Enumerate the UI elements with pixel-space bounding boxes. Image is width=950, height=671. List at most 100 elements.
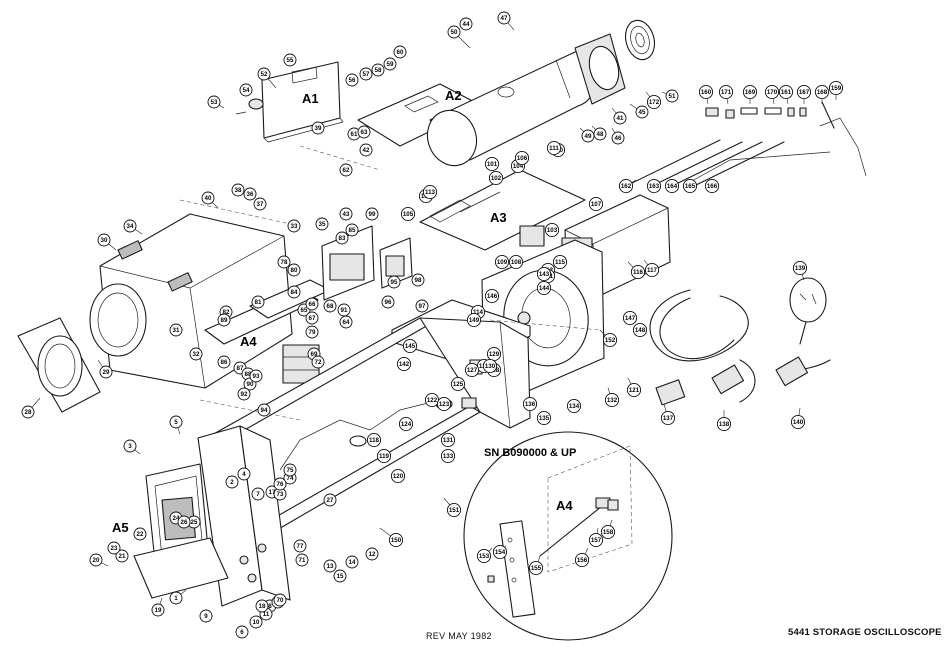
callout-140: 140 bbox=[790, 407, 806, 430]
callout-number: 79 bbox=[309, 329, 316, 336]
callout-31: 31 bbox=[169, 323, 183, 337]
callout-109: 109 bbox=[494, 254, 510, 270]
callout-number: 13 bbox=[327, 563, 334, 570]
callout-92: 92 bbox=[237, 387, 251, 401]
callout-number: 137 bbox=[663, 415, 674, 422]
callout-139: 139 bbox=[792, 260, 808, 281]
callout-12: 12 bbox=[365, 547, 379, 561]
a1-label: A1 bbox=[302, 91, 319, 106]
callout-86: 86 bbox=[217, 355, 231, 369]
callout-26: 26 bbox=[177, 515, 191, 529]
callout-154: 154 bbox=[492, 544, 508, 560]
a4-inset-label: A4 bbox=[556, 498, 573, 513]
callout-number: 87 bbox=[237, 365, 244, 372]
callout-106: 106 bbox=[514, 150, 530, 166]
callout-60: 60 bbox=[393, 45, 407, 59]
callout-121: 121 bbox=[626, 377, 642, 398]
a3-circuit-board: A3 bbox=[419, 169, 586, 251]
callout-number: 121 bbox=[629, 387, 640, 394]
crt-shield-box bbox=[89, 213, 293, 389]
callout-number: 15 bbox=[337, 573, 344, 580]
callout-number: 24 bbox=[173, 515, 180, 522]
callout-57: 57 bbox=[359, 67, 373, 81]
callout-108: 108 bbox=[508, 254, 524, 270]
callout-number: 140 bbox=[793, 419, 804, 426]
callout-number: 115 bbox=[555, 259, 566, 266]
callout-43: 43 bbox=[339, 207, 353, 221]
callout-113: 113 bbox=[422, 184, 438, 200]
callout-81: 81 bbox=[251, 295, 265, 309]
callout-50: 50 bbox=[447, 25, 471, 49]
callout-number: 29 bbox=[103, 369, 110, 376]
a3-label: A3 bbox=[490, 210, 507, 225]
callout-155: 155 bbox=[528, 555, 544, 576]
callout-129: 129 bbox=[486, 346, 502, 362]
callout-21: 21 bbox=[115, 549, 129, 563]
callout-number: 130 bbox=[485, 363, 496, 370]
callout-number: 132 bbox=[607, 397, 618, 404]
callout-117: 117 bbox=[643, 259, 660, 278]
callout-number: 48 bbox=[597, 131, 604, 138]
callout-number: 20 bbox=[93, 557, 100, 564]
callout-98: 98 bbox=[411, 273, 425, 287]
callout-number: 31 bbox=[173, 327, 180, 334]
callout-number: 11 bbox=[263, 611, 270, 618]
callout-136: 136 bbox=[522, 396, 538, 412]
callout-number: 161 bbox=[781, 89, 792, 96]
callout-number: 65 bbox=[301, 307, 308, 314]
callout-number: 91 bbox=[341, 307, 348, 314]
callout-78: 78 bbox=[277, 255, 291, 269]
callout-96: 96 bbox=[381, 295, 395, 309]
crt-tube bbox=[426, 19, 656, 167]
callout-number: 144 bbox=[539, 285, 550, 292]
callout-170: 170 bbox=[764, 84, 780, 105]
callout-165: 165 bbox=[682, 178, 698, 194]
callout-number: 105 bbox=[403, 211, 414, 218]
callout-number: 80 bbox=[291, 267, 298, 274]
callout-number: 156 bbox=[577, 557, 588, 564]
callout-number: 64 bbox=[343, 319, 350, 326]
callout-51: 51 bbox=[661, 89, 679, 103]
callout-27: 27 bbox=[323, 493, 337, 507]
callout-number: 74 bbox=[287, 475, 294, 482]
callout-number: 59 bbox=[387, 61, 394, 68]
hardware-parts-row bbox=[705, 101, 867, 177]
callout-7: 7 bbox=[251, 487, 265, 501]
callout-111: 111 bbox=[546, 140, 562, 156]
callout-number: 21 bbox=[119, 553, 126, 560]
callout-102: 102 bbox=[488, 170, 504, 186]
callout-107: 107 bbox=[588, 196, 604, 212]
callout-number: 107 bbox=[591, 201, 602, 208]
callout-number: 33 bbox=[291, 223, 298, 230]
callout-number: 12 bbox=[369, 551, 376, 558]
callout-3: 3 bbox=[123, 439, 141, 455]
callout-54: 54 bbox=[239, 83, 253, 97]
callout-number: 93 bbox=[253, 373, 260, 380]
callout-number: 99 bbox=[369, 211, 376, 218]
callout-6: 6 bbox=[235, 625, 249, 639]
callout-36: 36 bbox=[243, 187, 257, 201]
callout-number: 138 bbox=[719, 421, 730, 428]
callout-number: 153 bbox=[479, 553, 490, 560]
callout-84: 84 bbox=[287, 285, 301, 299]
callout-164: 164 bbox=[664, 178, 680, 194]
callout-22: 22 bbox=[133, 527, 147, 541]
callout-10: 10 bbox=[249, 615, 263, 629]
callout-133: 133 bbox=[440, 448, 456, 464]
callout-63: 63 bbox=[357, 125, 371, 139]
callout-171: 171 bbox=[718, 84, 734, 105]
callout-2: 2 bbox=[225, 475, 239, 489]
callout-number: 57 bbox=[363, 71, 370, 78]
callout-number: 123 bbox=[439, 401, 450, 408]
callout-number: 89 bbox=[221, 317, 228, 324]
callout-number: 146 bbox=[487, 293, 498, 300]
callout-151: 151 bbox=[443, 497, 462, 518]
callout-number: 116 bbox=[633, 269, 644, 276]
callout-number: 45 bbox=[639, 109, 646, 116]
callout-120: 120 bbox=[390, 468, 406, 484]
callout-105: 105 bbox=[400, 206, 416, 222]
callout-158: 158 bbox=[600, 519, 616, 540]
callout-122: 122 bbox=[424, 392, 440, 408]
callout-number: 142 bbox=[399, 361, 410, 368]
callout-157: 157 bbox=[588, 527, 604, 548]
